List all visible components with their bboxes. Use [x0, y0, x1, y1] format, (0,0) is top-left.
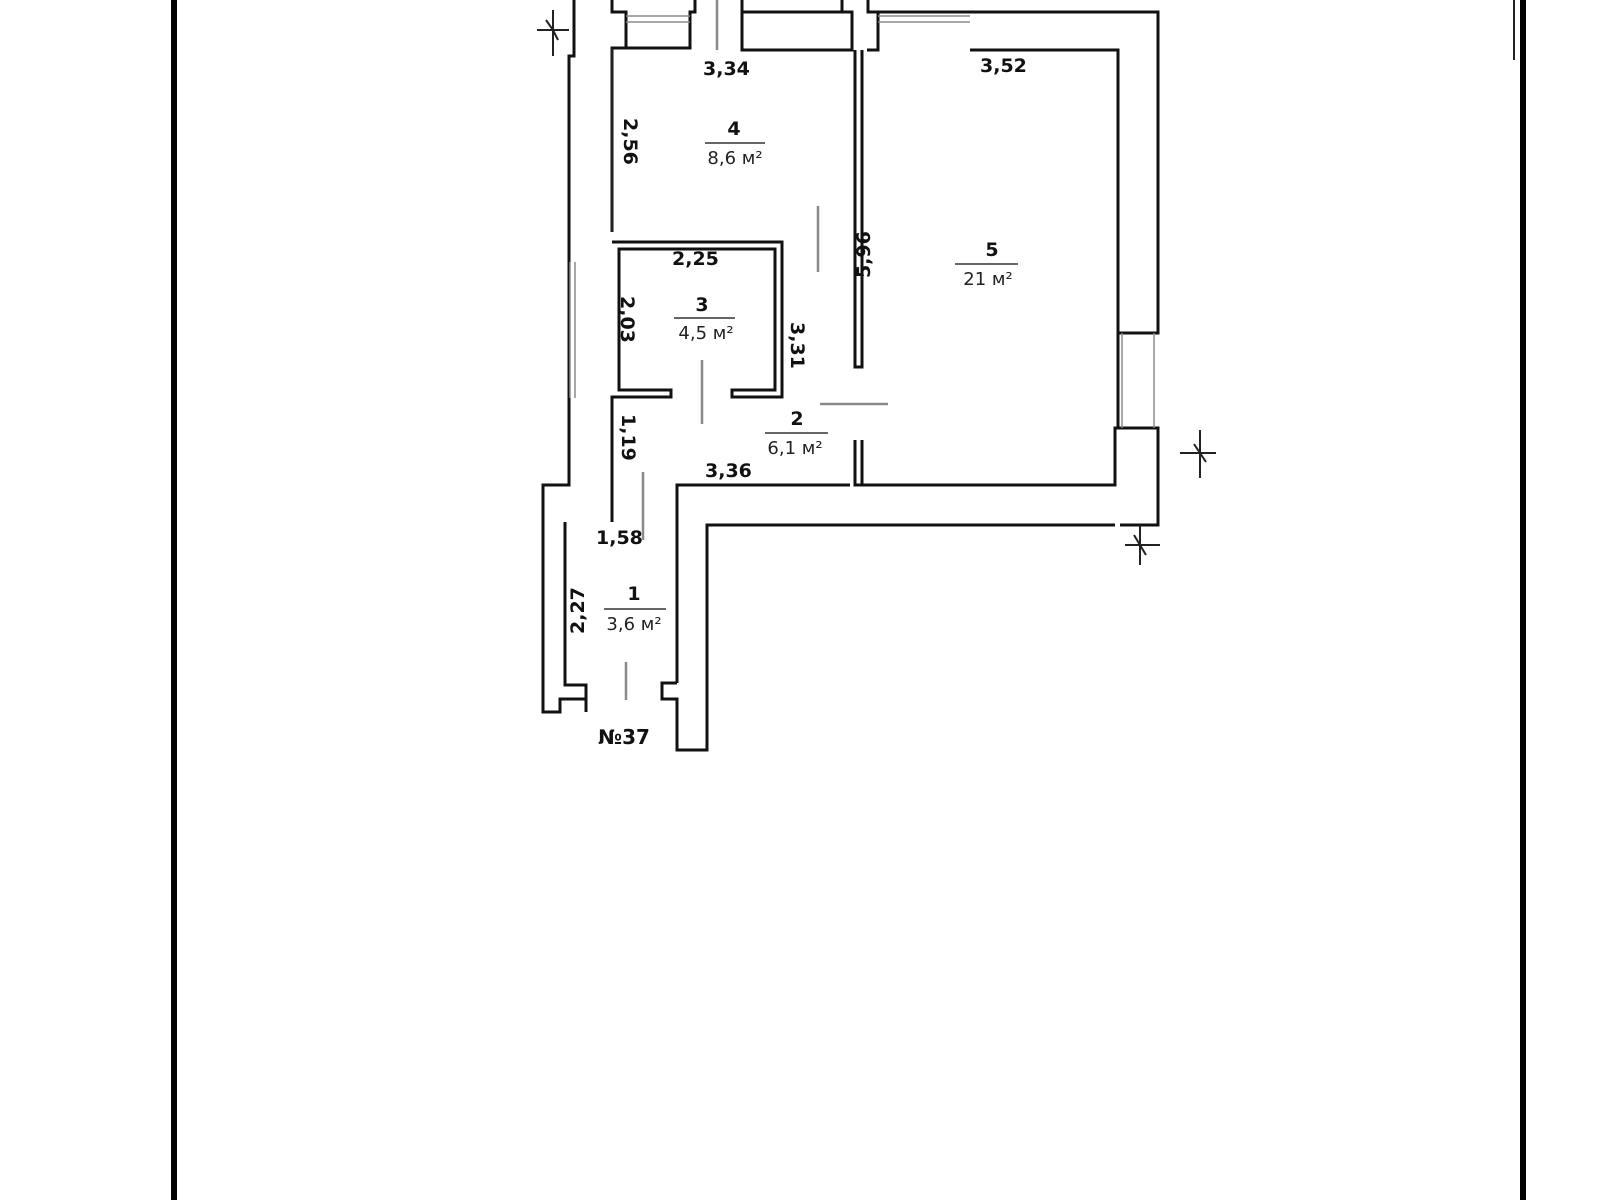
room-4-label: 4 8,6 м²	[705, 118, 765, 169]
room-number: 5	[985, 239, 998, 261]
dim-2-25: 2,25	[672, 248, 719, 270]
apartment-number: №37	[598, 725, 650, 749]
room-area: 8,6 м²	[707, 148, 762, 169]
room-area: 3,6 м²	[606, 614, 661, 635]
room-number: 1	[627, 583, 640, 605]
room-2-label: 2 6,1 м²	[765, 408, 828, 459]
doors	[624, 0, 888, 700]
dim-3-34: 3,34	[703, 58, 750, 80]
section-markers	[537, 0, 1515, 565]
room-number: 3	[695, 294, 708, 316]
room-area: 6,1 м²	[767, 438, 822, 459]
room-area: 21 м²	[963, 269, 1012, 290]
dim-5-96: 5,96	[853, 231, 875, 278]
dim-2-27: 2,27	[567, 587, 589, 634]
room-area: 4,5 м²	[678, 323, 733, 344]
dim-3-31: 3,31	[786, 322, 808, 369]
room-1-label: 1 3,6 м²	[604, 583, 666, 635]
windows	[569, 15, 1155, 428]
dim-3-52: 3,52	[980, 55, 1027, 77]
room-number: 2	[790, 408, 803, 430]
room-number: 4	[727, 118, 740, 140]
dimension-labels: 3,34 3,52 2,56 5,96 2,25 2,03 3,31 1,19 …	[567, 55, 1027, 634]
room-5-label: 5 21 м²	[955, 239, 1018, 290]
dim-1-19: 1,19	[617, 414, 639, 461]
dim-2-03: 2,03	[616, 296, 638, 343]
dim-2-56: 2,56	[619, 118, 641, 165]
dim-1-58: 1,58	[596, 527, 643, 549]
room-3-label: 3 4,5 м²	[674, 294, 735, 344]
dim-3-36: 3,36	[705, 460, 752, 482]
outer-walls	[541, 0, 1160, 752]
